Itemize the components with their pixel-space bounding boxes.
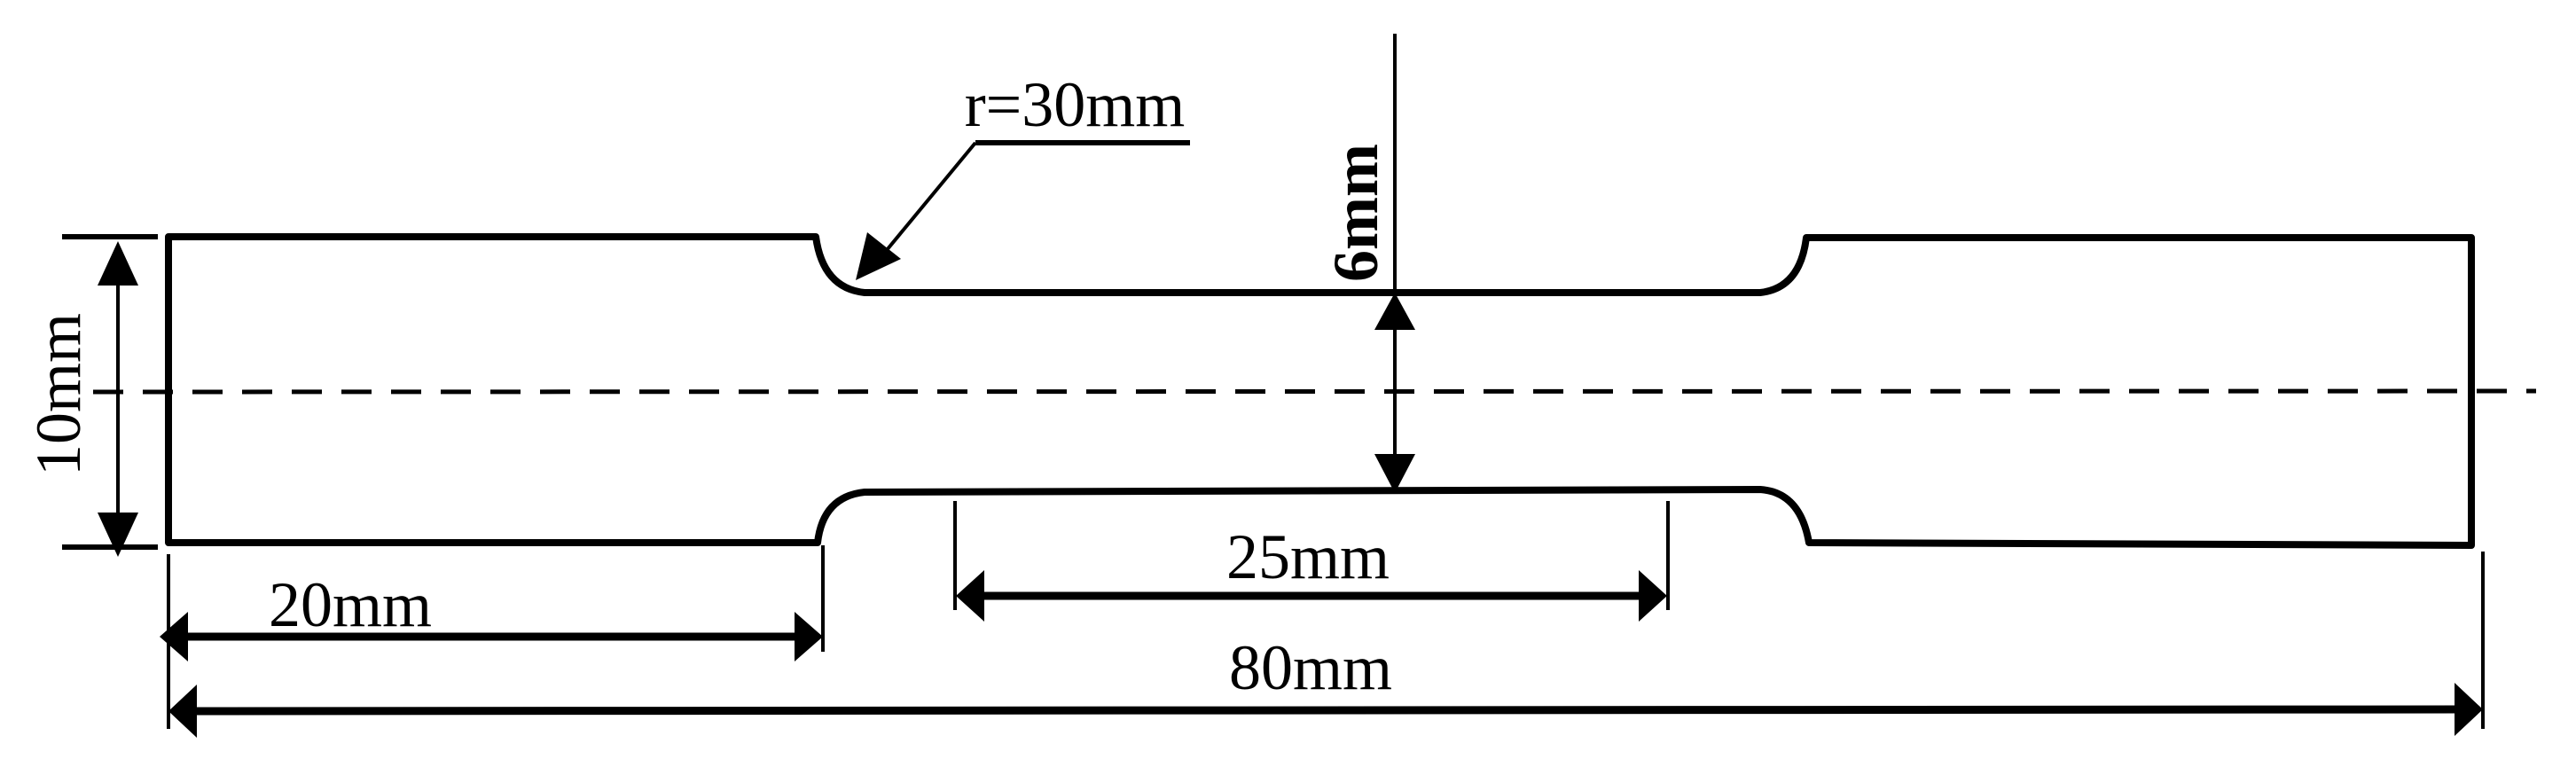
centerline xyxy=(92,388,2537,395)
leader-line xyxy=(885,141,977,252)
grip-width-label: 10mm xyxy=(23,313,94,476)
arrow-up-icon xyxy=(98,241,138,286)
arrow-up-icon xyxy=(1374,293,1415,330)
specimen-outline xyxy=(165,233,2475,549)
dim-fillet-radius: r=30mm xyxy=(856,69,1190,280)
arrow-right-icon xyxy=(2455,683,2483,736)
arrow-down-icon xyxy=(98,513,138,557)
dim-gauge-length: 25mm xyxy=(953,501,1670,622)
arrow-left-icon xyxy=(160,612,188,661)
dim-total-length: 80mm xyxy=(167,552,2485,738)
gauge-width-label: 6mm xyxy=(1320,144,1391,282)
arrow-right-icon xyxy=(795,612,823,661)
dim-grip-length: 20mm xyxy=(160,545,825,661)
grip-length-label: 20mm xyxy=(269,569,432,640)
arrow-right-icon xyxy=(1639,570,1667,622)
arrow-down-icon xyxy=(1374,454,1415,493)
arrow-left-icon xyxy=(956,570,984,622)
dim-line xyxy=(194,705,2457,716)
arrow-left-icon xyxy=(168,685,197,738)
total-length-label: 80mm xyxy=(1229,632,1392,703)
fillet-radius-label: r=30mm xyxy=(965,69,1186,140)
gauge-length-label: 25mm xyxy=(1226,521,1390,592)
dim-grip-width: 10mm xyxy=(23,234,158,557)
arrow-icon xyxy=(856,232,901,280)
dim-gauge-width: 6mm xyxy=(1320,34,1415,493)
